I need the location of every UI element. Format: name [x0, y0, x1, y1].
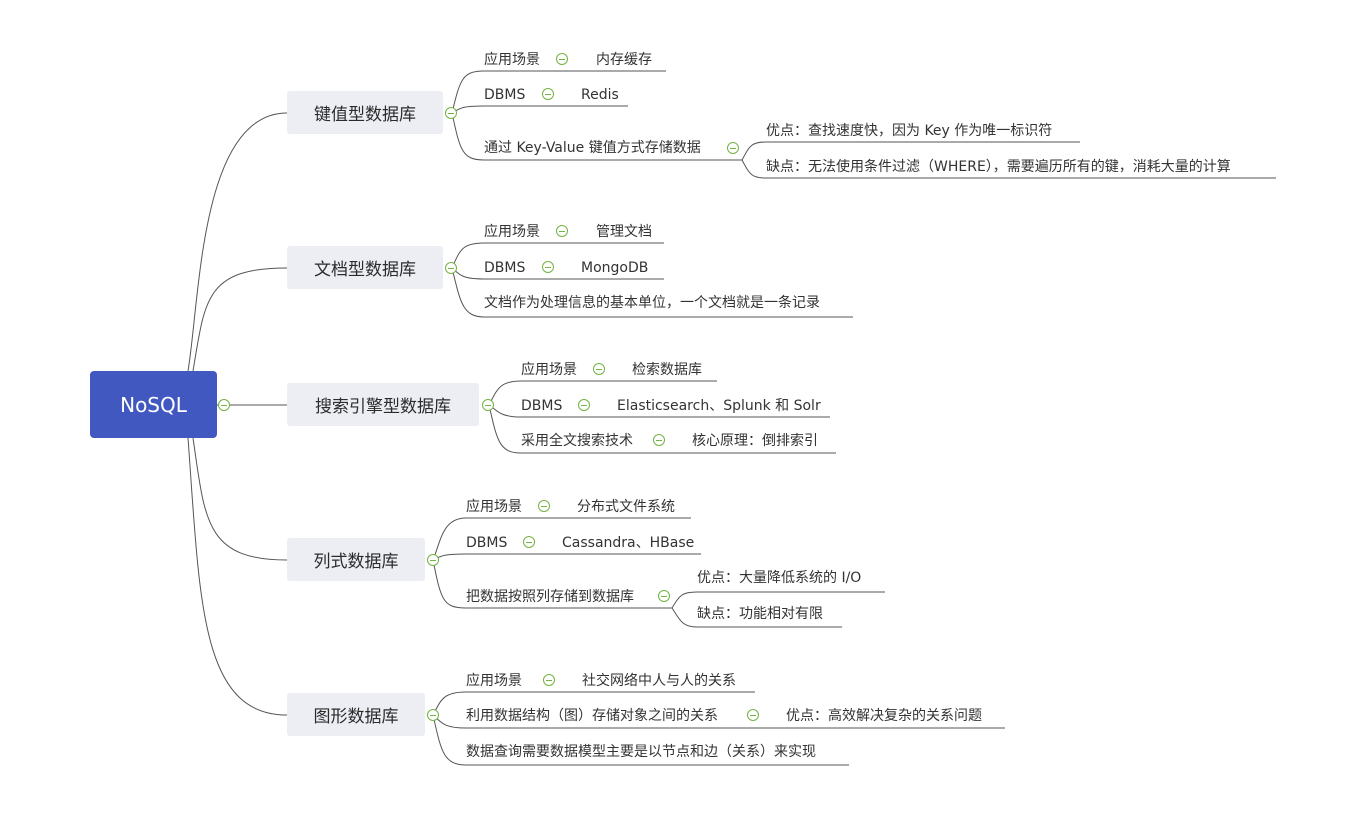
branch-key-value[interactable]: 键值型数据库 [287, 91, 443, 134]
node-label[interactable]: 数据查询需要数据模型主要是以节点和边（关系）来实现 [466, 744, 816, 760]
node-label[interactable]: 社交网络中人与人的关系 [582, 673, 736, 689]
node-label[interactable]: 缺点：无法使用条件过滤（WHERE），需要遍历所有的键，消耗大量的计算 [766, 159, 1231, 175]
collapse-icon[interactable] [593, 363, 605, 375]
branch-graph[interactable]: 图形数据库 [287, 693, 425, 736]
collapse-icon[interactable] [578, 399, 590, 411]
collapse-icon[interactable] [542, 88, 554, 100]
node-label[interactable]: DBMS [484, 87, 526, 103]
collapse-icon[interactable] [653, 434, 665, 446]
collapse-icon[interactable] [556, 225, 568, 237]
node-label[interactable]: 分布式文件系统 [577, 499, 675, 515]
node-label[interactable]: DBMS [466, 535, 508, 551]
root-node[interactable]: NoSQL [90, 371, 217, 438]
node-label[interactable]: Cassandra、HBase [562, 535, 695, 551]
collapse-icon[interactable] [538, 500, 550, 512]
collapse-icon[interactable] [523, 536, 535, 548]
node-label[interactable]: 应用场景 [466, 673, 522, 689]
collapse-icon[interactable] [427, 709, 439, 721]
node-label[interactable]: 优点：高效解决复杂的关系问题 [786, 708, 982, 724]
collapse-icon[interactable] [658, 590, 670, 602]
node-label[interactable]: 应用场景 [466, 499, 522, 515]
collapse-icon[interactable] [727, 142, 739, 154]
collapse-icon[interactable] [556, 53, 568, 65]
node-label[interactable]: 利用数据结构（图）存储对象之间的关系 [466, 708, 718, 724]
node-label[interactable]: Redis [581, 87, 619, 103]
collapse-icon[interactable] [445, 107, 457, 119]
node-label[interactable]: MongoDB [581, 260, 649, 276]
node-label[interactable]: 应用场景 [484, 224, 540, 240]
node-label[interactable]: 文档作为处理信息的基本单位，一个文档就是一条记录 [484, 295, 820, 311]
collapse-icon[interactable] [218, 399, 230, 411]
collapse-icon[interactable] [445, 262, 457, 274]
node-label[interactable]: 缺点：功能相对有限 [697, 606, 823, 622]
collapse-icon[interactable] [543, 674, 555, 686]
node-label[interactable]: 应用场景 [521, 362, 577, 378]
node-label[interactable]: Elasticsearch、Splunk 和 Solr [617, 398, 821, 414]
branch-document[interactable]: 文档型数据库 [287, 246, 443, 289]
node-label[interactable]: 检索数据库 [632, 362, 702, 378]
node-label[interactable]: DBMS [484, 260, 526, 276]
collapse-icon[interactable] [747, 709, 759, 721]
node-label[interactable]: 优点：查找速度快，因为 Key 作为唯一标识符 [766, 123, 1053, 139]
collapse-icon[interactable] [482, 399, 494, 411]
node-label[interactable]: 把数据按照列存储到数据库 [466, 589, 634, 605]
collapse-icon[interactable] [427, 554, 439, 566]
node-label[interactable]: 优点：大量降低系统的 I/O [697, 570, 862, 586]
node-label[interactable]: 管理文档 [596, 224, 652, 240]
node-label[interactable]: 应用场景 [484, 52, 540, 68]
branch-columnar[interactable]: 列式数据库 [287, 538, 425, 581]
node-label[interactable]: 内存缓存 [596, 52, 652, 68]
branch-search-engine[interactable]: 搜索引擎型数据库 [287, 383, 479, 426]
node-label[interactable]: 通过 Key-Value 键值方式存储数据 [484, 140, 701, 156]
node-label[interactable]: DBMS [521, 398, 563, 414]
node-label[interactable]: 核心原理：倒排索引 [692, 433, 818, 449]
collapse-icon[interactable] [542, 261, 554, 273]
node-label[interactable]: 采用全文搜索技术 [521, 433, 633, 449]
